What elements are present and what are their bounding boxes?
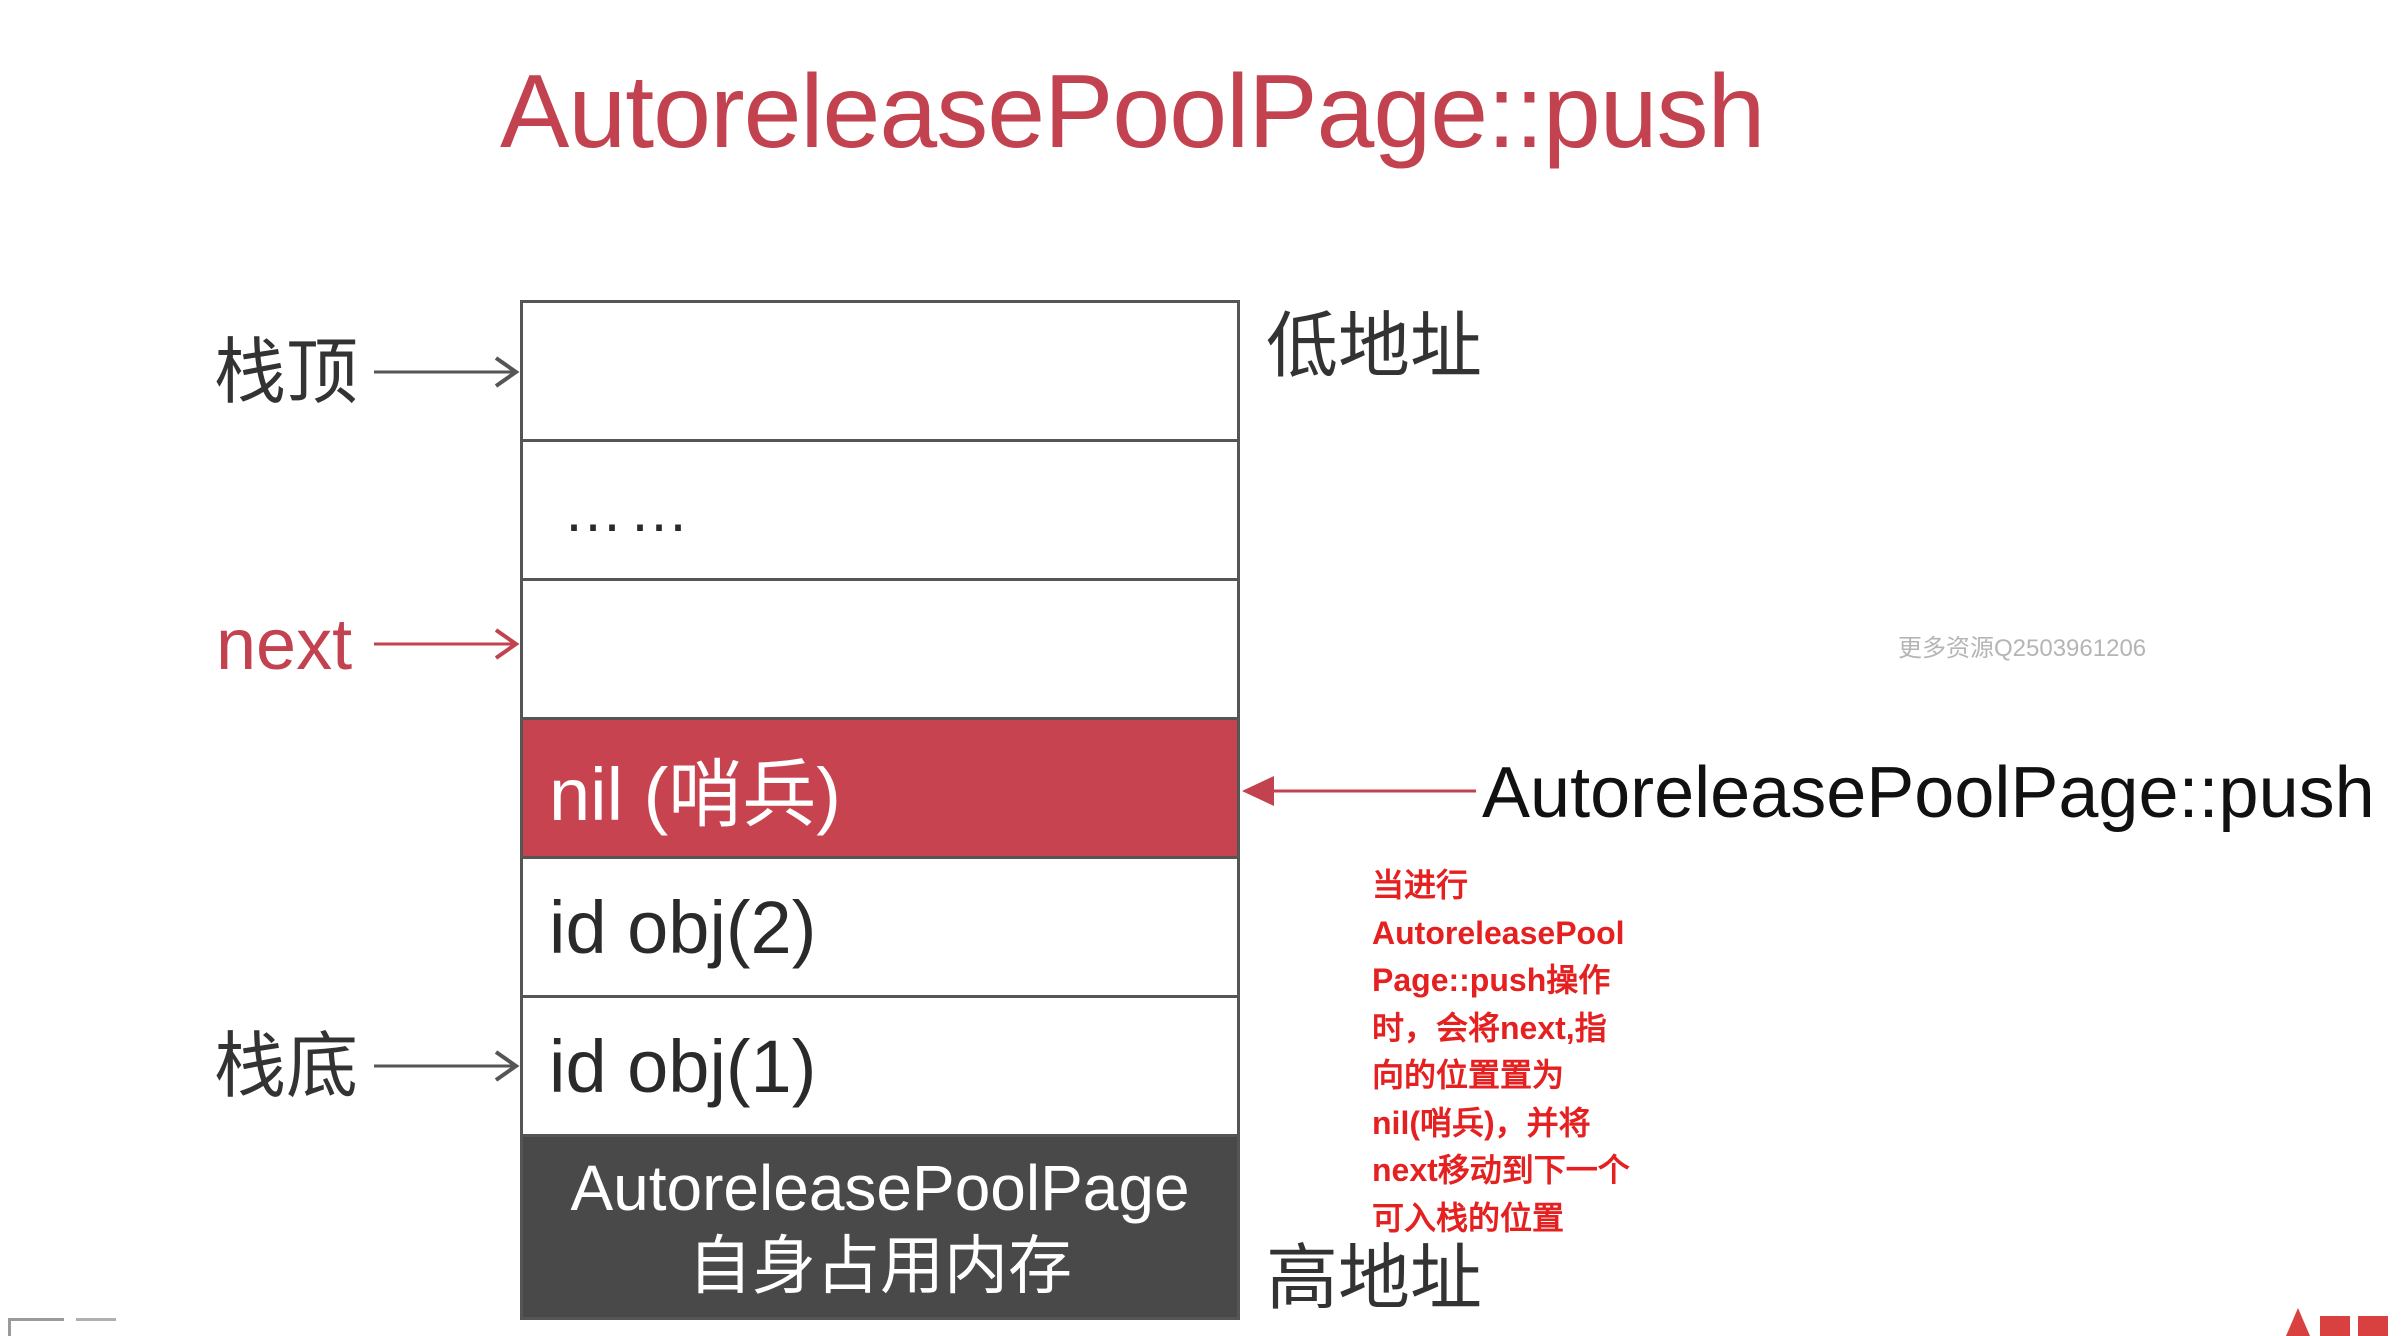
note-line: 向的位置置为	[1372, 1057, 1565, 1093]
stack-cell-ellipsis: ……	[523, 442, 1237, 581]
stack-top-label: 栈顶	[214, 333, 359, 413]
page-self-line2: 自身占用内存	[688, 1230, 1072, 1302]
high-address-label: 高地址	[1266, 1239, 1483, 1319]
stack-cell-obj2: id obj(2)	[523, 859, 1237, 998]
stack-cell-sentinel: nil (哨兵)	[523, 720, 1237, 859]
push-arrow	[1242, 776, 1476, 806]
push-call-label: AutoreleasePoolPage::push	[1482, 753, 2375, 833]
note-line: next移动到下一个	[1372, 1152, 1630, 1188]
note-line: 当进行	[1372, 867, 1469, 903]
stack-bottom-arrow	[374, 1050, 520, 1082]
page-self-line1: AutoreleasePoolPage	[570, 1152, 1190, 1224]
note-line: 可入栈的位置	[1372, 1199, 1565, 1236]
stack-cell-page-self: AutoreleasePoolPage 自身占用内存	[523, 1137, 1237, 1317]
slide-nav-icon[interactable]	[8, 1318, 64, 1336]
stack-cell	[523, 303, 1237, 442]
watermark: 更多资源Q2503961206	[1898, 635, 2147, 662]
note-line: nil(哨兵)，并将	[1372, 1104, 1591, 1141]
note-line: Page::push操作	[1372, 962, 1611, 998]
next-arrow	[374, 628, 520, 660]
stack-top-arrow	[374, 356, 520, 388]
autorelease-pool-stack: …… nil (哨兵) id obj(2) id obj(1) Autorele…	[520, 300, 1240, 1320]
stack-bottom-label: 栈底	[214, 1027, 359, 1107]
next-label: next	[216, 605, 353, 685]
stack-cell-obj1: id obj(1)	[523, 998, 1237, 1137]
annotation-note: 当进行 AutoreleasePool Page::push操作 时，会将nex…	[1372, 862, 1672, 1242]
brand-logo-icon	[2286, 1308, 2388, 1336]
slide-title: AutoreleasePoolPage::push	[500, 54, 1765, 170]
note-line: 时，会将next,指	[1372, 1009, 1607, 1046]
slide-arrow-icon[interactable]	[76, 1318, 116, 1336]
low-address-label: 低地址	[1266, 307, 1483, 387]
note-line: AutoreleasePool	[1372, 914, 1625, 951]
stack-cell-next-slot	[523, 581, 1237, 720]
